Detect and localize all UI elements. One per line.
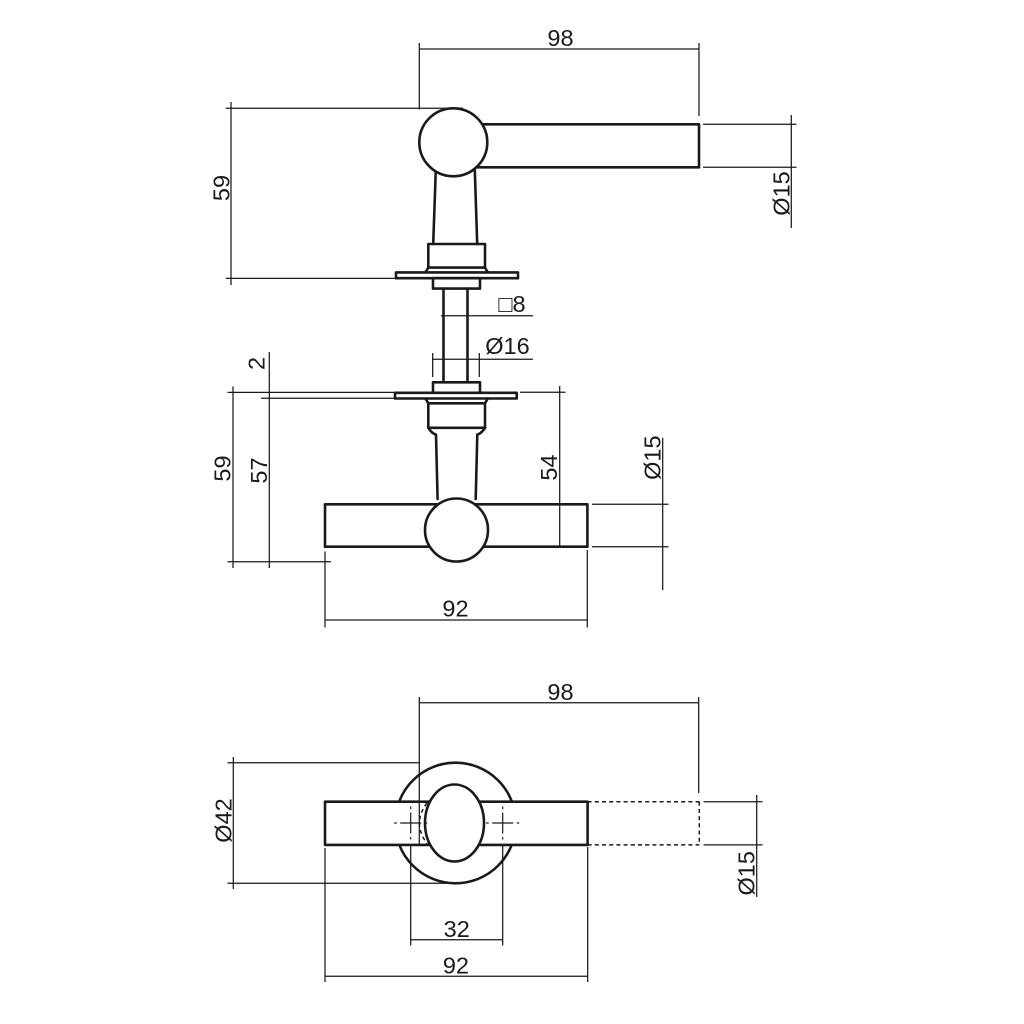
lever-bar — [468, 123, 701, 169]
dim-lever-diameter-side-label: Ø15 — [769, 171, 795, 215]
dim-rosette-thickness: 2 — [227, 352, 394, 568]
dim-bar-length-front: 92 — [324, 847, 589, 982]
side-view-b — [323, 380, 589, 563]
dims-side-view-a: 98 59 Ø15 □8 Ø16 — [209, 25, 797, 377]
dim-bar-length-front-label: 92 — [443, 953, 469, 979]
dim-lever-diameter-front-label: Ø15 — [734, 851, 760, 895]
neck-b — [427, 426, 487, 501]
dim-lever-length-side-label: 98 — [547, 25, 573, 51]
rosette-plate-b — [393, 391, 518, 400]
side-view-a — [394, 107, 701, 384]
center-mark-right — [486, 806, 520, 840]
collar — [424, 242, 490, 274]
bushing-nut — [431, 276, 482, 290]
dim-bar-diameter-side-b: Ø15 — [592, 435, 669, 590]
dim-rosette-diameter-label: Ø42 — [210, 798, 236, 842]
dim-lever-length-front: 98 — [418, 679, 700, 845]
spindle — [442, 287, 469, 384]
center-mark-left — [394, 806, 428, 840]
dim-rosette-thickness-label: 2 — [244, 357, 270, 370]
dim-bushing-diameter-label: Ø16 — [485, 333, 529, 359]
bushing-nut-b — [431, 380, 482, 395]
dim-bushing-diameter: Ø16 — [432, 333, 533, 377]
dim-height-below-rosette-label: 57 — [246, 457, 272, 483]
dim-handle-height-side-b-label: 59 — [210, 455, 236, 481]
dim-rosette-diameter: Ø42 — [210, 757, 449, 889]
collar-b — [424, 397, 490, 430]
front-ball — [423, 783, 486, 863]
dims-side-view-b: 2 59 57 54 Ø15 92 — [210, 352, 669, 628]
dim-lever-length-side: 98 — [418, 25, 700, 116]
dim-bar-length-side-b-label: 92 — [442, 596, 468, 622]
t-bar-ball — [423, 497, 490, 563]
dim-height-below-rosette: 57 — [246, 457, 272, 483]
front-view — [323, 761, 701, 885]
dim-lever-length-front-label: 98 — [547, 679, 573, 705]
dim-bar-length-side-b: 92 — [324, 550, 588, 628]
dim-lever-diameter-side: Ø15 — [703, 115, 797, 228]
dim-lever-diameter-front: Ø15 — [703, 795, 763, 897]
dim-spindle-square-label: □8 — [498, 291, 525, 317]
dim-neck-length: 54 — [520, 386, 566, 547]
neck — [431, 168, 479, 246]
dim-bar-diameter-side-b-label: Ø15 — [640, 435, 666, 479]
dim-spindle-square: □8 — [441, 291, 533, 317]
dim-handle-height-side: 59 — [209, 102, 463, 285]
dim-neck-length-label: 54 — [536, 454, 562, 480]
dim-screw-spacing-label: 32 — [444, 916, 470, 942]
dim-handle-height-side-label: 59 — [209, 175, 235, 201]
hidden-lever — [587, 800, 701, 846]
dim-screw-spacing: 32 — [410, 846, 504, 946]
dims-front-view: 98 Ø42 Ø15 32 92 — [210, 679, 763, 982]
lever-ball — [417, 107, 489, 178]
dim-handle-height-side-b: 59 — [210, 386, 236, 568]
